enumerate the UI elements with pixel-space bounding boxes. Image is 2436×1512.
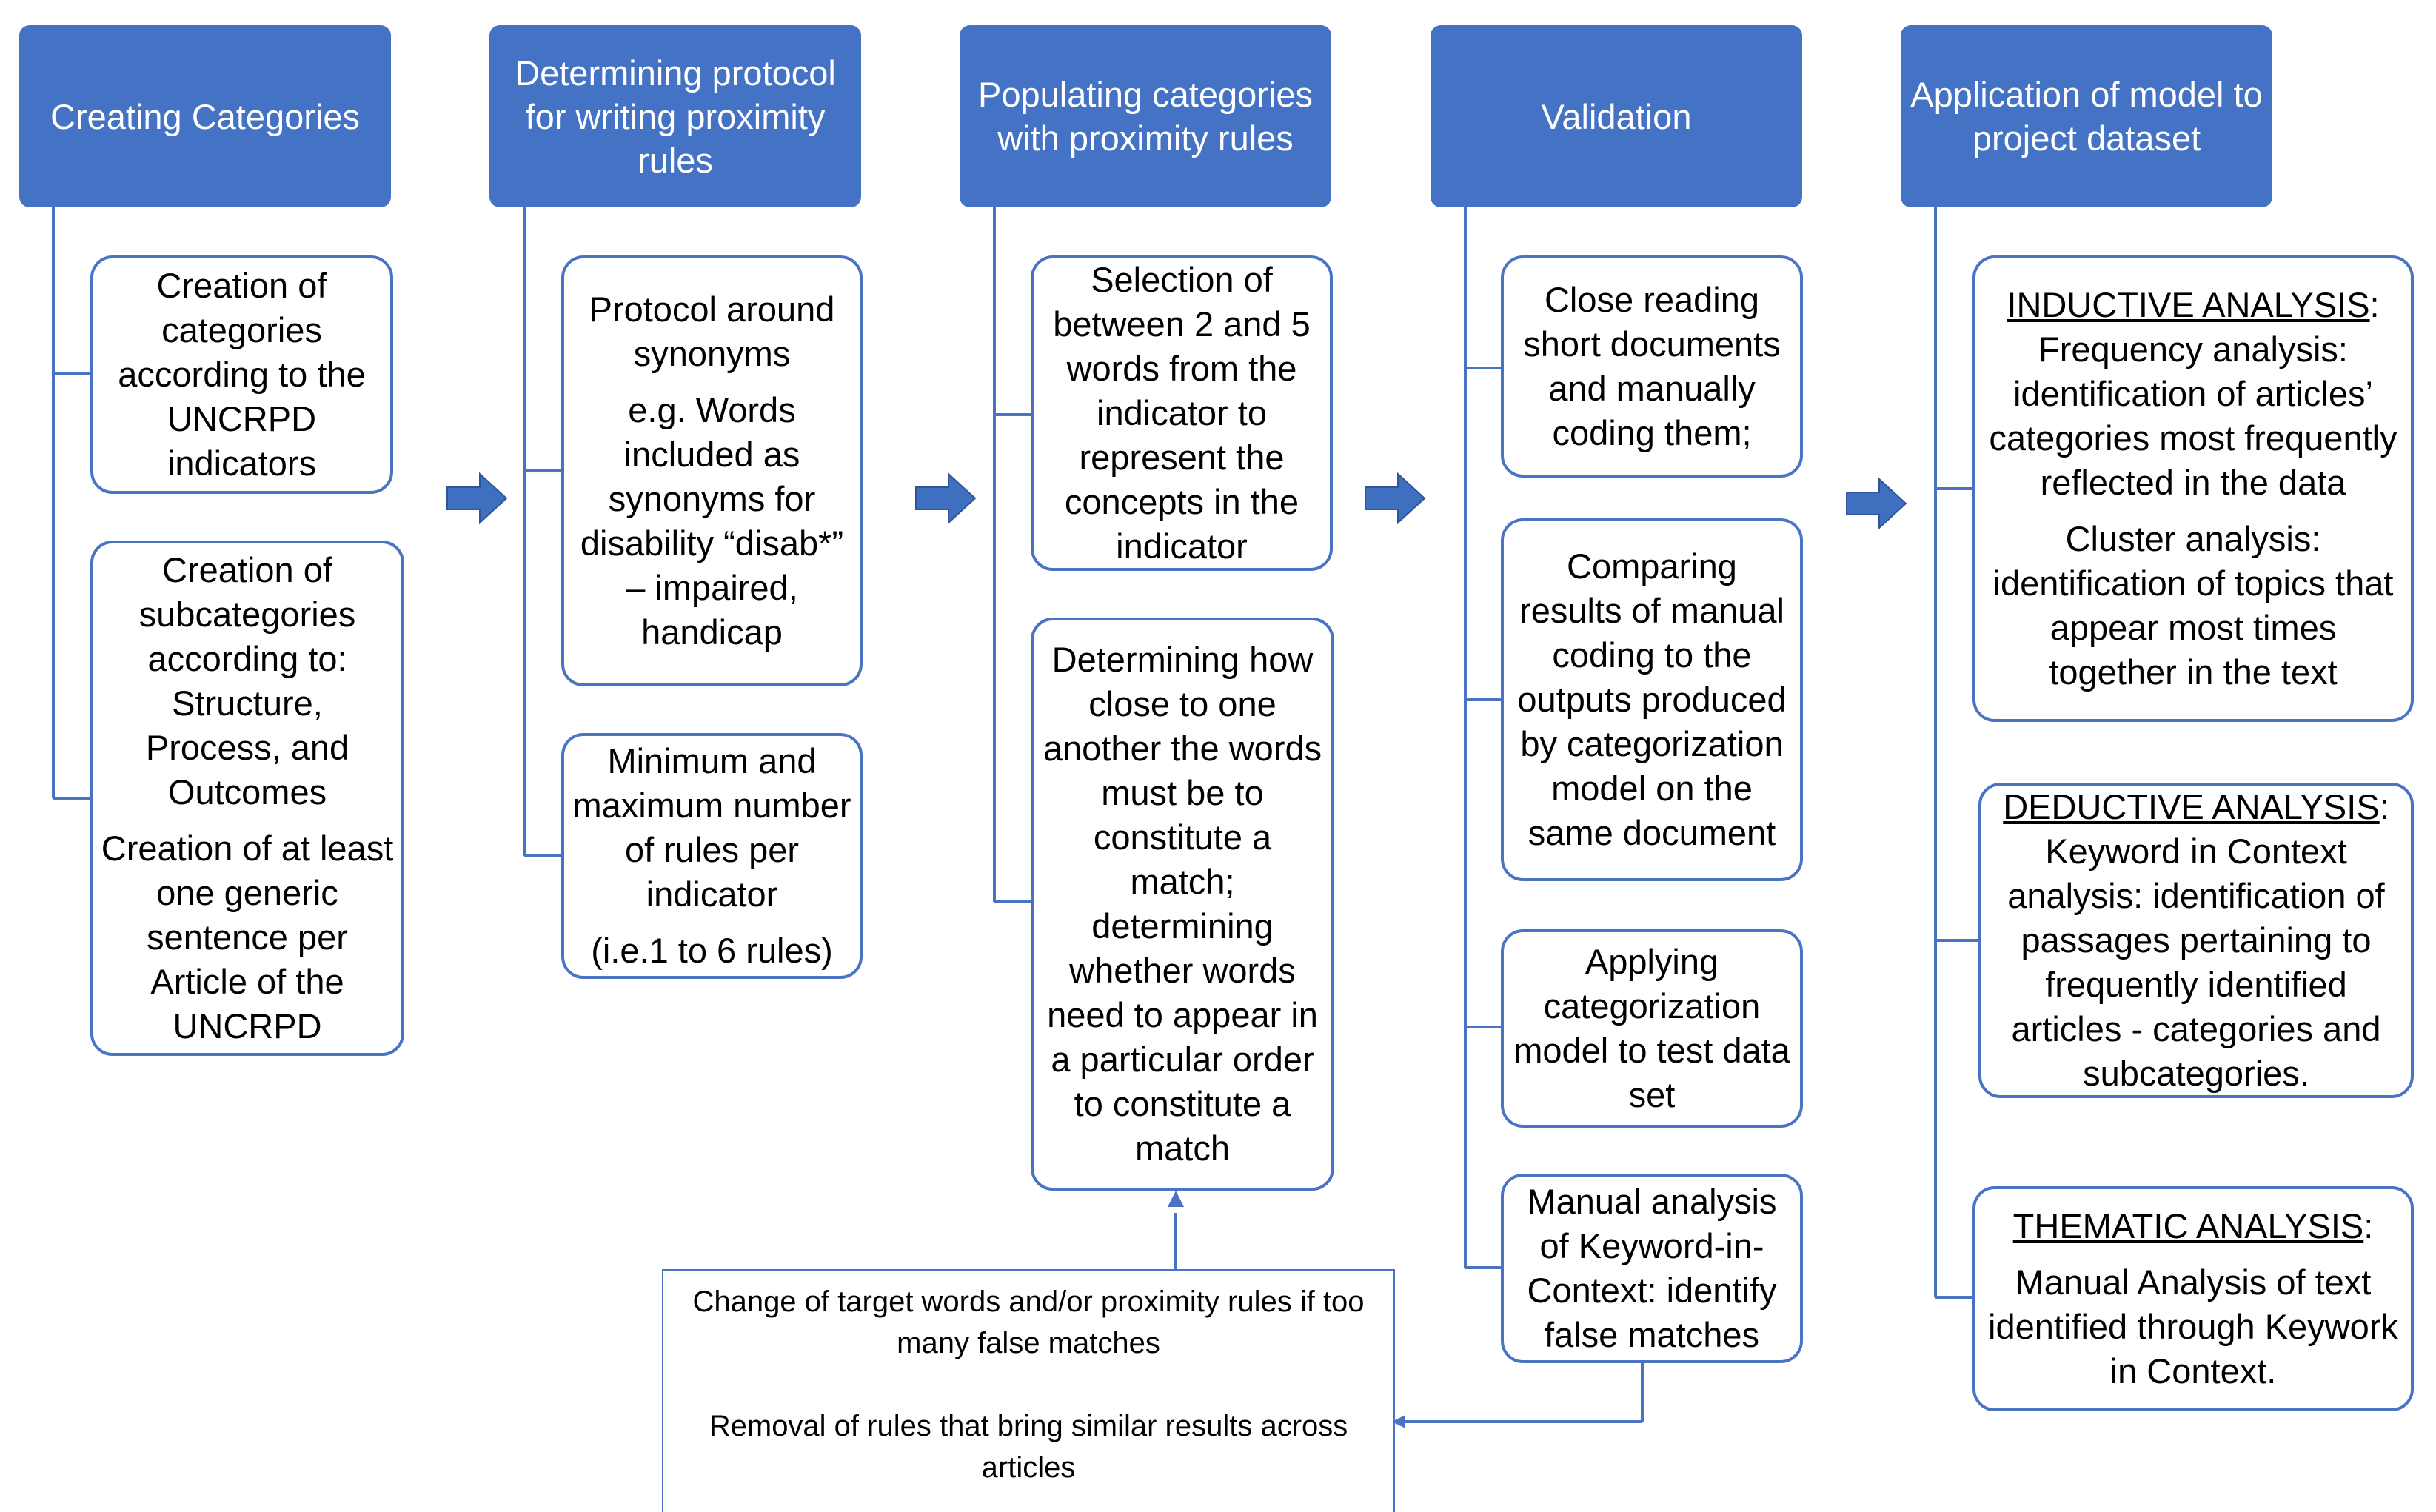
step-box-inductive-analysis: INDUCTIVE ANALYSIS: Frequency analysis: …	[1972, 255, 2414, 722]
feedback-text: Change of target words and/or proximity …	[692, 1285, 1365, 1359]
step-box-synonyms-protocol: Protocol around synonyms e.g. Words incl…	[561, 255, 863, 686]
step-text: Creation of categories according to the …	[118, 266, 366, 483]
step-text: Manual Analysis of text identified throu…	[1988, 1262, 2398, 1391]
step-box-rule-count: Minimum and maximum number of rules per …	[561, 733, 863, 979]
step-text: Manual analysis of Keyword-in-Context: i…	[1527, 1182, 1777, 1354]
step-box-proximity: Determining how close to one another the…	[1031, 618, 1334, 1191]
feedback-box: Change of target words and/or proximity …	[662, 1269, 1395, 1512]
step-box-subcategories: Creation of subcategories according to: …	[90, 541, 404, 1056]
step-text: Selection of between 2 and 5 words from …	[1053, 260, 1311, 566]
step-box-kwic-manual: Manual analysis of Keyword-in-Context: i…	[1501, 1174, 1803, 1363]
analysis-label: THEMATIC ANALYSIS	[2012, 1206, 2364, 1245]
step-text: Minimum and maximum number of rules per …	[572, 741, 851, 914]
step-text: Comparing results of manual coding to th…	[1517, 546, 1787, 852]
step-box-comparing-results: Comparing results of manual coding to th…	[1501, 518, 1803, 881]
step-box-categories: Creation of categories according to the …	[90, 255, 393, 494]
feedback-text-secondary: Removal of rules that bring similar resu…	[709, 1410, 1348, 1484]
step-box-test-data: Applying categorization model to test da…	[1501, 929, 1803, 1128]
step-text-secondary: e.g. Words included as synonyms for disa…	[580, 390, 844, 652]
step-box-close-reading: Close reading short documents and manual…	[1501, 255, 1803, 478]
stage-header-validation: Validation	[1431, 25, 1802, 207]
analysis-label: INDUCTIVE ANALYSIS	[2007, 285, 2370, 324]
stage-header-application: Application of model to project dataset	[1901, 25, 2272, 207]
step-text-secondary: Creation of at least one generic sentenc…	[101, 829, 394, 1046]
stage-title: Creating Categories	[50, 96, 360, 136]
step-text: Applying categorization model to test da…	[1513, 942, 1790, 1114]
step-text: Determining how close to one another the…	[1043, 640, 1322, 1168]
step-box-word-selection: Selection of between 2 and 5 words from …	[1031, 255, 1333, 571]
stage-header-populating: Populating categories with proximity rul…	[960, 25, 1331, 207]
step-text-secondary: Cluster analysis: identification of topi…	[1992, 519, 2394, 692]
step-text: Close reading short documents and manual…	[1523, 280, 1781, 452]
stage-title: Populating categories with proximity rul…	[977, 75, 1314, 158]
step-box-deductive-analysis: DEDUCTIVE ANALYSIS: Keyword in Context a…	[1978, 783, 2414, 1098]
analysis-label: DEDUCTIVE ANALYSIS	[2003, 787, 2380, 826]
step-box-thematic-analysis: THEMATIC ANALYSIS: Manual Analysis of te…	[1972, 1186, 2414, 1411]
step-text: Keyword in Context analysis: identificat…	[2007, 832, 2385, 1093]
step-text: Protocol around synonyms	[589, 290, 835, 373]
stage-header-creating-categories: Creating Categories	[19, 25, 391, 207]
stage-title: Validation	[1541, 96, 1692, 136]
step-text: Frequency analysis: identification of ar…	[1989, 330, 2397, 502]
step-text-secondary: (i.e.1 to 6 rules)	[591, 931, 833, 970]
stage-title: Application of model to project dataset	[1910, 75, 2263, 158]
stage-header-protocol: Determining protocol for writing proximi…	[489, 25, 861, 207]
stage-title: Determining protocol for writing proximi…	[515, 53, 836, 180]
step-text: Creation of subcategories according to: …	[138, 550, 356, 812]
